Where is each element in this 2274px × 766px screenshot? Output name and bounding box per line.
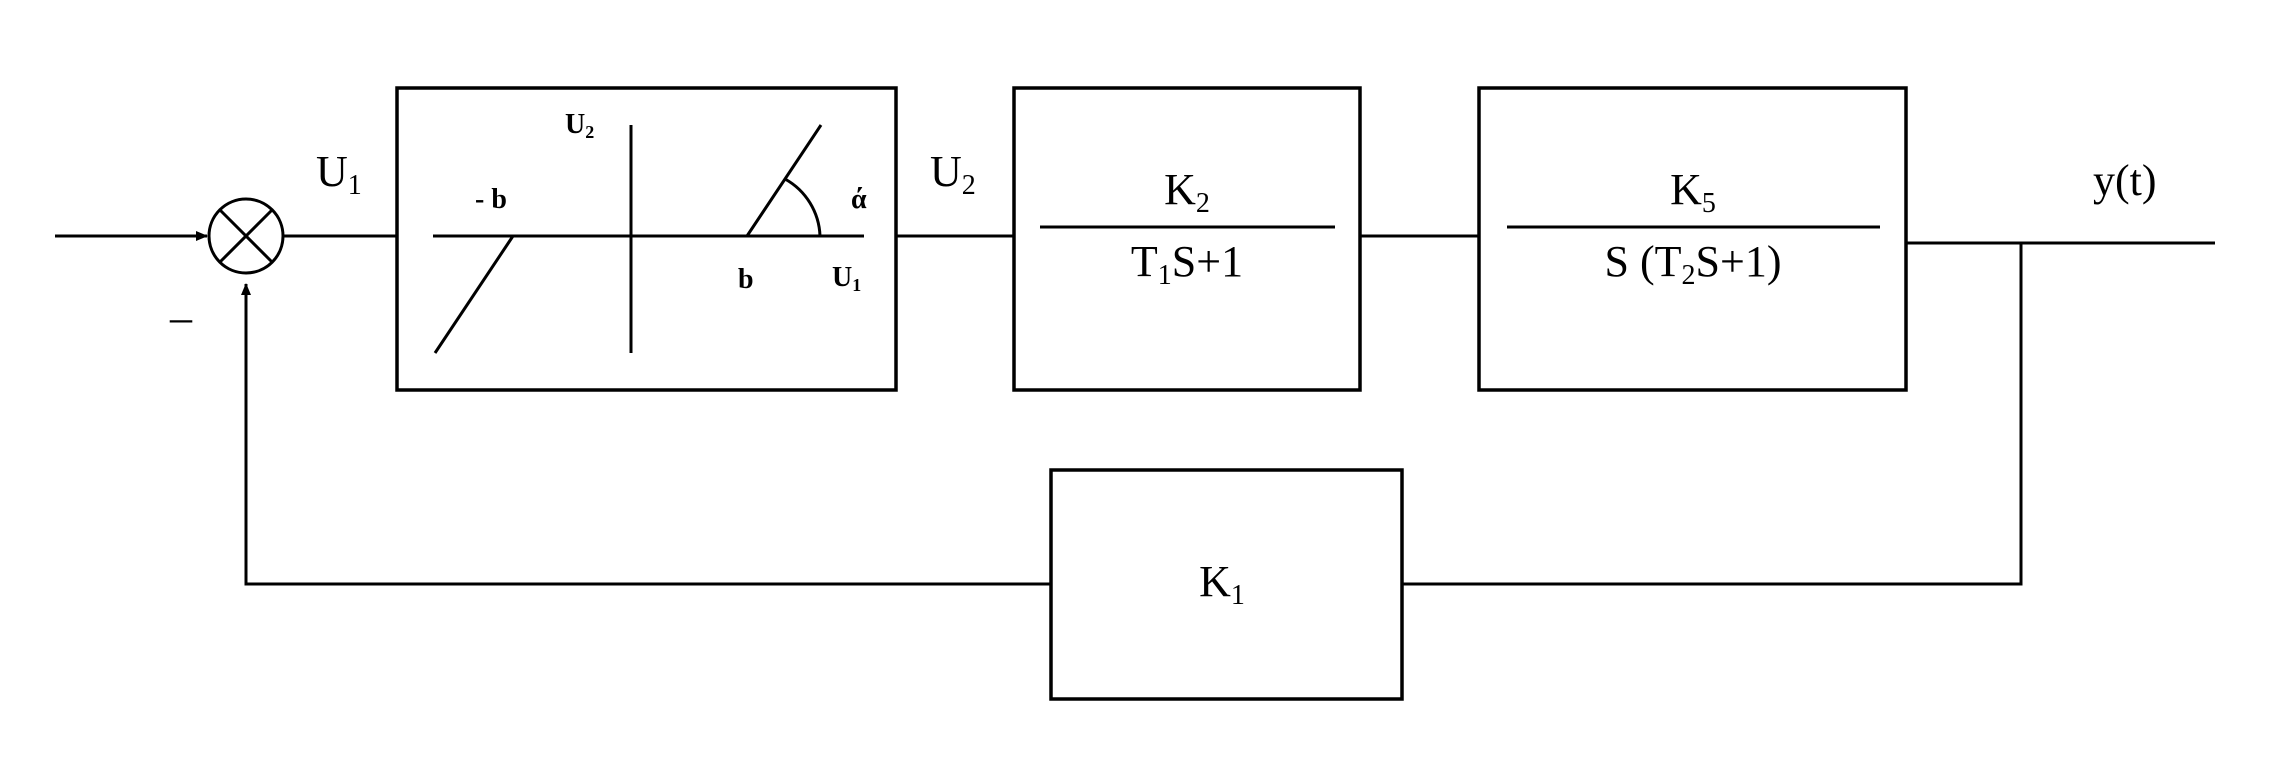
nl-pos-threshold-label: b	[738, 264, 754, 295]
nl-u1-axis-label: U1	[832, 262, 861, 295]
nl-angle-arc	[784, 177, 822, 237]
integrator-lag-block: K5 S (T2S+1)	[1477, 86, 1908, 392]
nl-neg-slope	[433, 235, 515, 354]
block2-numerator: K2	[1164, 165, 1210, 219]
feedback-path-left	[241, 283, 1051, 586]
block3-numerator: K5	[1670, 165, 1716, 219]
block2-denominator: T1S+1	[1131, 237, 1243, 291]
dead-zone-block: U2 - b b ά U1	[395, 86, 898, 392]
u1-label: U1	[316, 147, 362, 201]
block3-denominator: S (T2S+1)	[1605, 237, 1782, 291]
feedback-minus-sign: –	[169, 293, 193, 342]
u2-label: U2	[930, 147, 976, 201]
output-label: y(t)	[2093, 156, 2157, 205]
first-order-lag-block: K2 T1S+1	[1012, 86, 1362, 392]
feedback-gain-label: K1	[1199, 557, 1245, 611]
nl-angle-label: ά	[851, 184, 867, 215]
nl-neg-threshold-label: - b	[475, 184, 507, 215]
nl-pos-slope	[745, 124, 823, 237]
feedback-path-right	[1402, 243, 2023, 586]
summing-junction	[207, 197, 285, 275]
nl-u2-axis-label: U2	[565, 109, 594, 142]
feedback-gain-block: K1	[1049, 468, 1404, 701]
